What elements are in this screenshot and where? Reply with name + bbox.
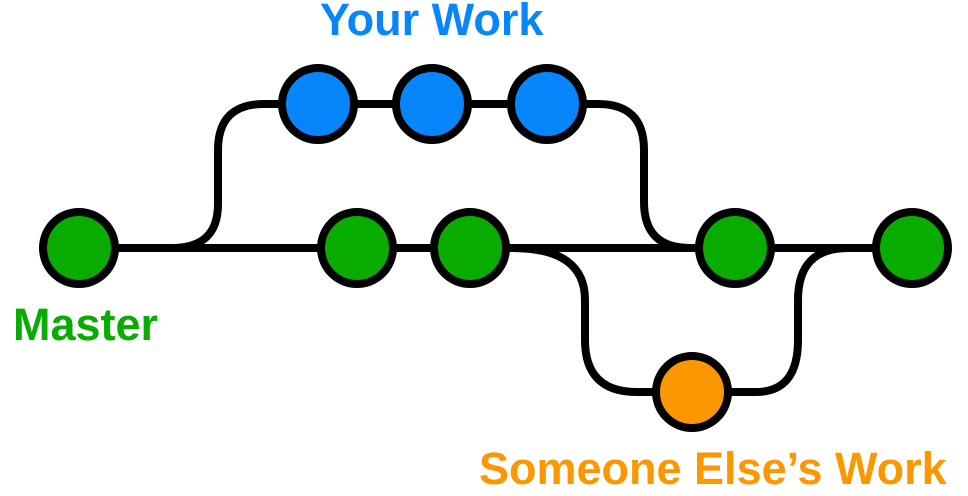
commit-node-your-work	[507, 64, 587, 144]
commit-node-your-work	[392, 64, 472, 144]
commit-node-master	[695, 208, 775, 288]
commit-node-someone-else	[652, 352, 732, 432]
commit-node-your-work	[278, 64, 358, 144]
your-work-branch-label: Your Work	[320, 0, 544, 45]
commit-node-master	[872, 208, 952, 288]
commit-node-master	[39, 208, 119, 288]
someone-else-branch-path	[511, 244, 849, 396]
someone-else-branch-label: Someone Else’s Work	[479, 443, 947, 494]
commit-node-master	[317, 208, 397, 288]
master-branch-label: Master	[13, 299, 159, 350]
commit-node-master	[430, 208, 510, 288]
